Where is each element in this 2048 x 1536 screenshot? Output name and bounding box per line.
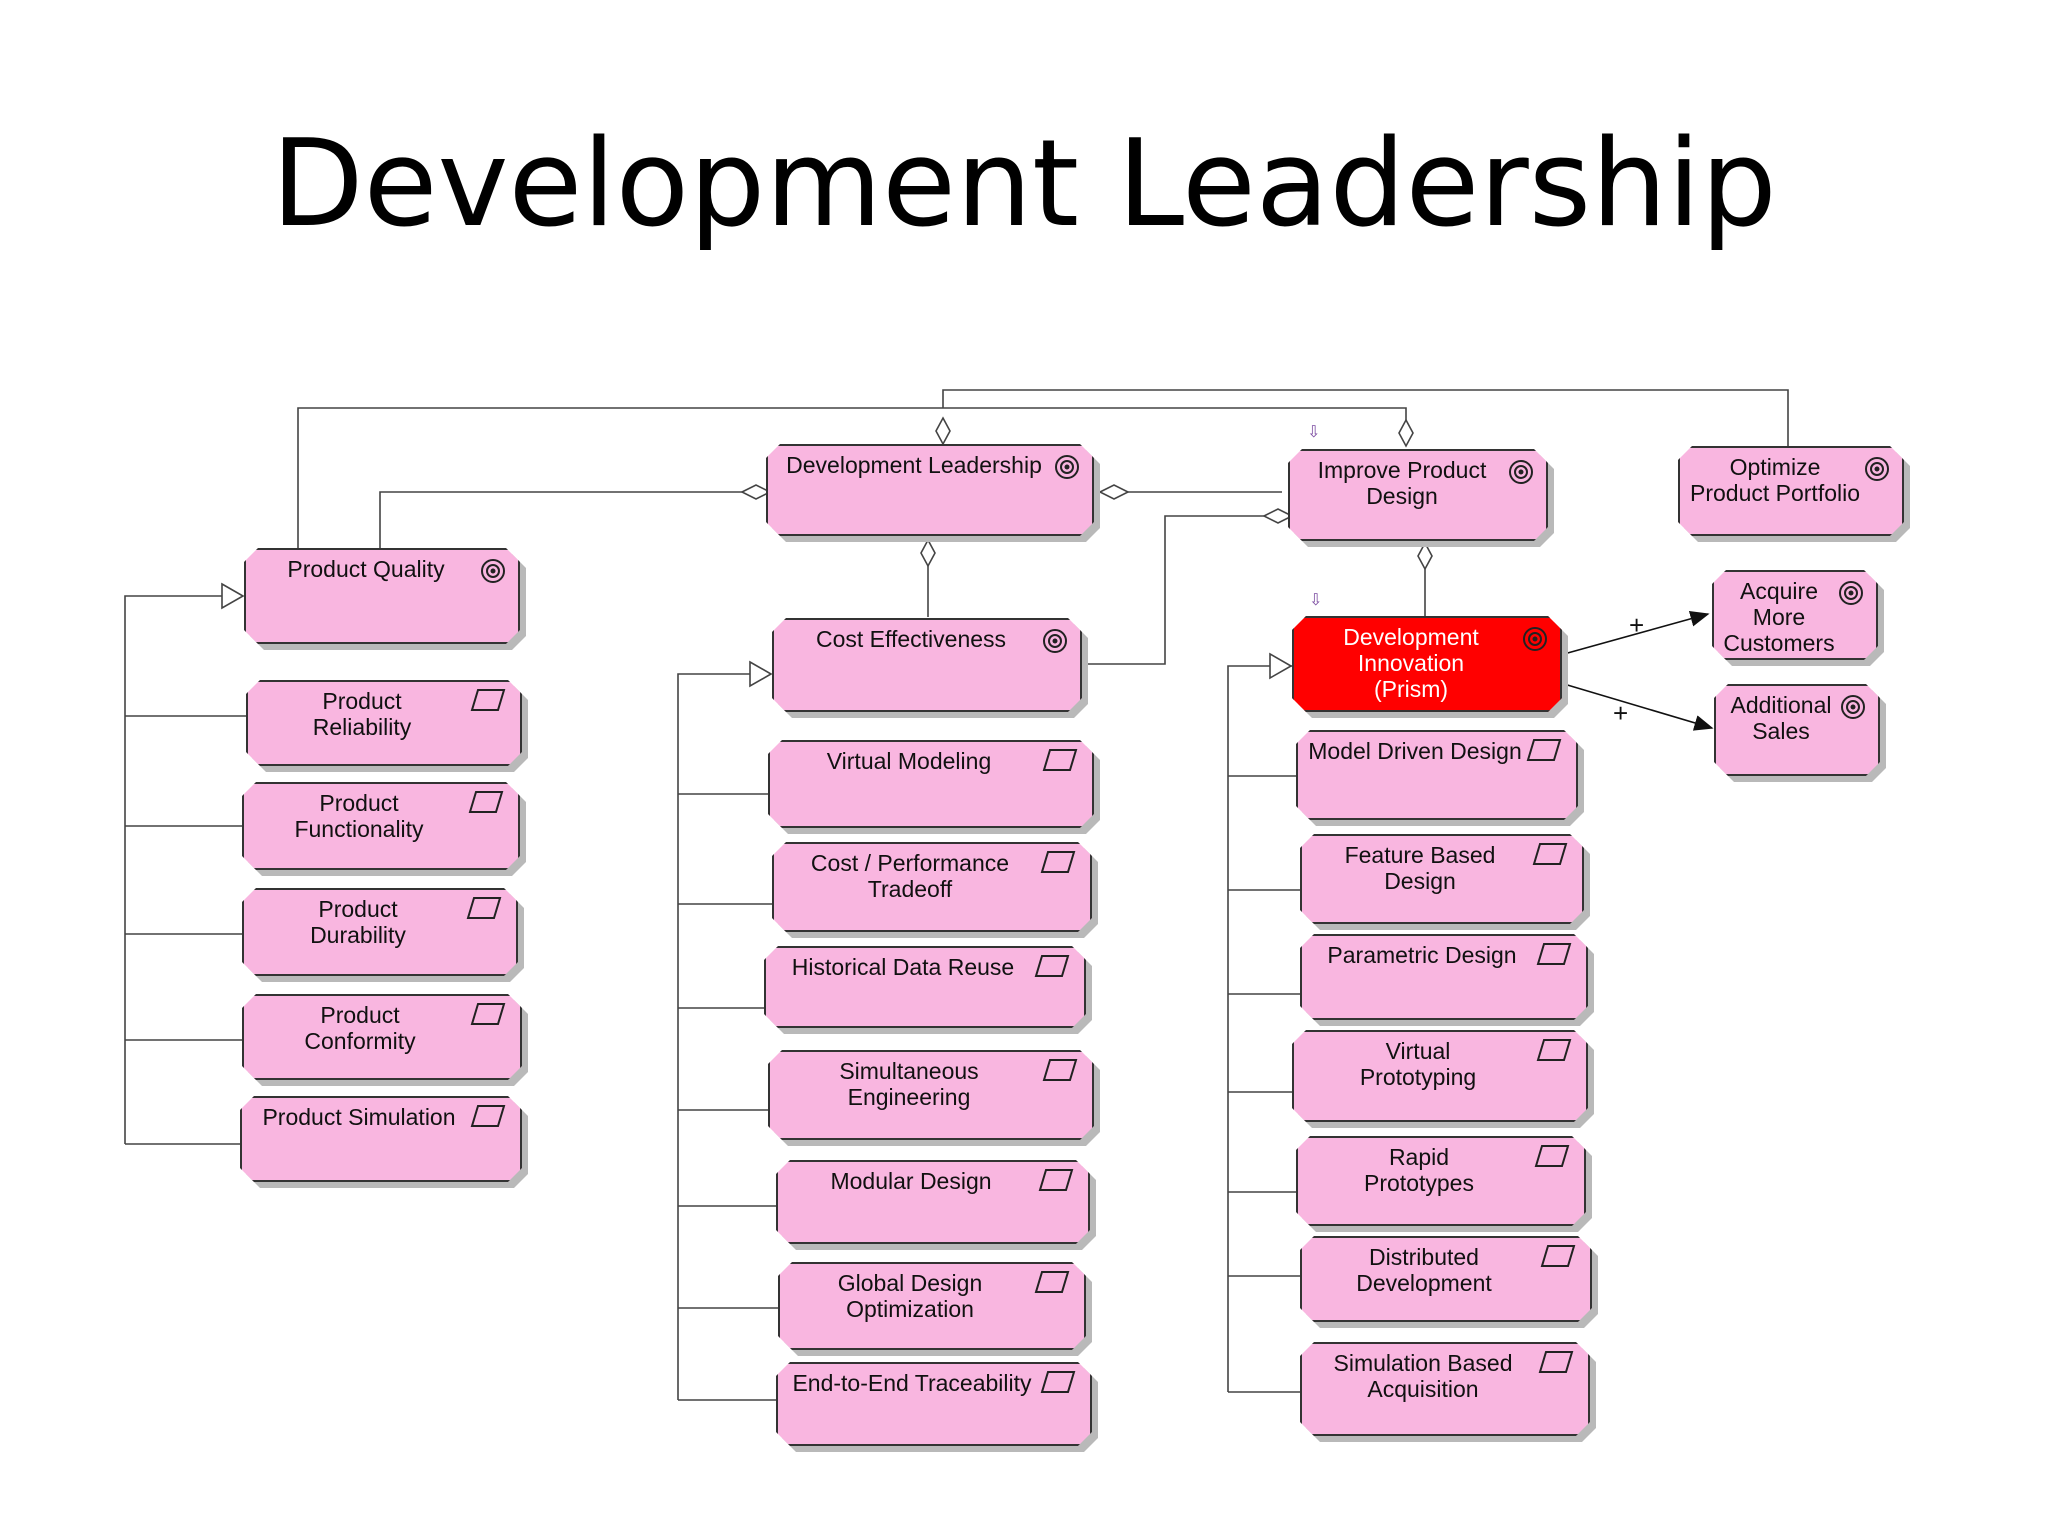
requirement-icon — [470, 1104, 506, 1133]
requirement-icon — [1526, 738, 1562, 767]
node-product-simulation[interactable]: Product Simulation — [240, 1096, 522, 1182]
node-improve-product-design[interactable]: Improve Product Design — [1288, 449, 1548, 541]
requirement-icon — [1540, 1244, 1576, 1273]
node-label: Product Reliability — [312, 688, 412, 740]
node-label: Rapid Prototypes — [1364, 1144, 1474, 1196]
node-simultaneous-engineering[interactable]: Simultaneous Engineering — [768, 1050, 1094, 1140]
node-historical-data-reuse[interactable]: Historical Data Reuse — [764, 946, 1086, 1028]
requirement-icon — [1034, 954, 1070, 983]
node-product-conformity[interactable]: Product Conformity — [242, 994, 522, 1080]
node-label: Additional Sales — [1730, 692, 1832, 744]
node-feature-based-design[interactable]: Feature Based Design — [1300, 834, 1584, 924]
requirement-icon — [1536, 942, 1572, 971]
node-distributed-development[interactable]: Distributed Development — [1300, 1236, 1592, 1322]
node-label: Virtual Modeling — [826, 748, 992, 774]
requirement-icon — [1534, 1144, 1570, 1173]
node-parametric-design[interactable]: Parametric Design — [1300, 934, 1588, 1020]
node-product-functionality[interactable]: Product Functionality — [242, 782, 520, 870]
requirement-icon — [1040, 1370, 1076, 1399]
node-virtual-prototyping[interactable]: Virtual Prototyping — [1292, 1030, 1588, 1122]
requirement-icon — [470, 688, 506, 717]
requirement-icon — [1536, 1038, 1572, 1067]
node-virtual-modeling[interactable]: Virtual Modeling — [768, 740, 1094, 828]
node-label: Virtual Prototyping — [1359, 1038, 1477, 1090]
node-label: Product Simulation — [262, 1104, 456, 1130]
node-label: Parametric Design — [1327, 942, 1517, 968]
requirement-icon — [466, 896, 502, 925]
goal-icon — [1054, 454, 1080, 485]
node-development-leadership[interactable]: Development Leadership — [766, 444, 1094, 536]
edge-label-plus: + — [1613, 698, 1629, 728]
edge-label-plus: + — [1629, 610, 1645, 640]
node-product-quality[interactable]: Product Quality — [244, 548, 520, 644]
node-additional-sales[interactable]: Additional Sales — [1714, 684, 1880, 776]
node-label: Development Leadership — [786, 452, 1042, 478]
goal-icon — [1042, 628, 1068, 659]
node-label: Product Functionality — [294, 790, 424, 842]
requirement-icon — [470, 1002, 506, 1031]
goal-icon — [1864, 456, 1890, 487]
node-label: End-to-End Traceability — [792, 1370, 1032, 1396]
node-label: Product Conformity — [304, 1002, 416, 1054]
node-label: Simultaneous Engineering — [839, 1058, 979, 1110]
node-label: Distributed Development — [1356, 1244, 1492, 1296]
goal-icon — [1508, 459, 1534, 490]
node-end-to-end-traceability[interactable]: End-to-End Traceability — [776, 1362, 1092, 1446]
goal-icon — [1838, 580, 1864, 611]
requirement-icon — [1532, 842, 1568, 871]
node-label: Acquire More Customers — [1723, 578, 1835, 656]
requirement-icon — [1034, 1270, 1070, 1299]
requirement-icon — [1040, 850, 1076, 879]
node-development-innovation[interactable]: Development Innovation (Prism) — [1292, 616, 1562, 712]
node-label: Development Innovation (Prism) — [1343, 624, 1479, 702]
node-model-driven-design[interactable]: Model Driven Design — [1296, 730, 1578, 820]
node-product-durability[interactable]: Product Durability — [242, 888, 518, 976]
node-label: Product Durability — [310, 896, 406, 948]
goal-icon — [1522, 626, 1548, 657]
node-simulation-based-acquisition[interactable]: Simulation Based Acquisition — [1300, 1342, 1590, 1436]
node-global-design-optimization[interactable]: Global Design Optimization — [778, 1262, 1086, 1350]
node-label: Model Driven Design — [1308, 738, 1522, 764]
requirement-icon — [1042, 1058, 1078, 1087]
requirement-icon — [468, 790, 504, 819]
node-label: Cost Effectiveness — [815, 626, 1007, 652]
requirement-icon — [1042, 748, 1078, 777]
node-label: Feature Based Design — [1344, 842, 1496, 894]
requirement-icon — [1538, 1350, 1574, 1379]
slide-title: Development Leadership — [271, 115, 1777, 254]
down-arrow-marker-icon: ⇩ — [1307, 422, 1321, 441]
goal-icon — [1840, 694, 1866, 725]
node-product-reliability[interactable]: Product Reliability — [246, 680, 522, 766]
node-rapid-prototypes[interactable]: Rapid Prototypes — [1296, 1136, 1586, 1226]
node-cost-effectiveness[interactable]: Cost Effectiveness — [772, 618, 1082, 712]
node-label: Simulation Based Acquisition — [1333, 1350, 1513, 1402]
node-label: Optimize Product Portfolio — [1689, 454, 1861, 506]
node-label: Historical Data Reuse — [791, 954, 1015, 980]
node-label: Improve Product Design — [1317, 457, 1487, 509]
node-cost-performance-tradeoff[interactable]: Cost / Performance Tradeoff — [772, 842, 1092, 932]
node-label: Product Quality — [287, 556, 445, 582]
node-optimize-product-portfolio[interactable]: Optimize Product Portfolio — [1678, 446, 1904, 536]
requirement-icon — [1038, 1168, 1074, 1197]
node-label: Cost / Performance Tradeoff — [810, 850, 1010, 902]
down-arrow-marker-icon: ⇩ — [1309, 590, 1323, 609]
goal-icon — [480, 558, 506, 589]
node-label: Global Design Optimization — [837, 1270, 983, 1322]
node-acquire-more-customers[interactable]: Acquire More Customers — [1712, 570, 1878, 660]
node-modular-design[interactable]: Modular Design — [776, 1160, 1090, 1244]
node-label: Modular Design — [830, 1168, 992, 1194]
